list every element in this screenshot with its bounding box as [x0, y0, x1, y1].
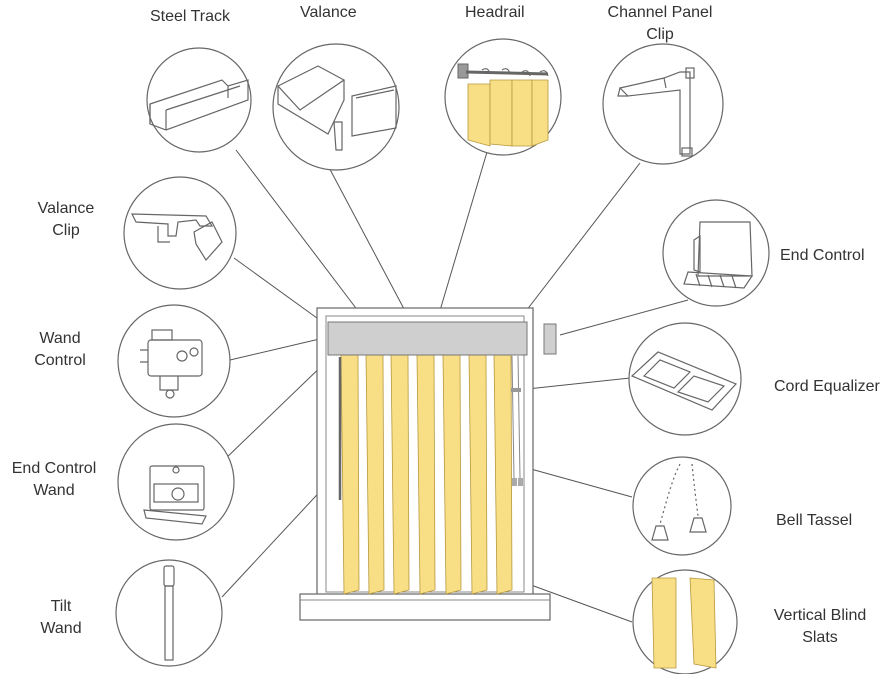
circle-wand-control [117, 304, 231, 418]
circle-vertical-blind-slats [632, 569, 738, 675]
leader-channel-panel-clip [515, 162, 641, 325]
window-sill [299, 593, 551, 621]
cord [511, 355, 515, 479]
leader-bell-tassel [519, 465, 633, 498]
vertical-blind-slats-illustration [651, 577, 717, 669]
label-wand-control-line1: Wand [39, 330, 81, 347]
detail-circles [115, 38, 770, 675]
circle-steel-track [146, 47, 252, 153]
label-valance: Valance [300, 4, 357, 21]
label-end-control-wand: End Control Wand [2, 458, 106, 502]
channel-panel-clip-illustration [617, 67, 695, 157]
blind-slats [340, 354, 513, 595]
circle-tilt-wand [115, 559, 223, 667]
tilt-wand-illustration [163, 565, 175, 661]
steel-track-illustration [149, 79, 249, 131]
slat [442, 354, 462, 595]
cord-equalizer-part [511, 388, 521, 392]
leader-wand-control [229, 336, 329, 361]
label-tilt-wand-line2: Wand [40, 620, 82, 637]
label-vertical-blind-slats-line1: Vertical Blind [773, 607, 867, 624]
leader-end-control [559, 299, 689, 336]
leader-valance-clip [233, 257, 329, 327]
circle-valance-clip [123, 176, 237, 290]
circle-bell-tassel [632, 456, 732, 556]
label-valance-clip-line2: Clip [52, 222, 80, 239]
end-control-illustration [683, 221, 754, 289]
label-vertical-blind-slats: Vertical Blind Slats [760, 605, 880, 649]
circle-end-control-wand [117, 423, 235, 541]
label-valance-clip: Valance Clip [22, 198, 110, 242]
circle-end-control [662, 199, 770, 307]
label-vertical-blind-slats-line2: Slats [802, 629, 838, 646]
leader-cord-equalizer [517, 377, 631, 391]
tassel [512, 478, 517, 486]
tassel [518, 478, 523, 486]
slat [416, 354, 436, 595]
label-end-control-wand-line2: Wand [33, 482, 75, 499]
leader-steel-track [235, 149, 369, 325]
label-steel-track: Steel Track [150, 8, 231, 25]
label-cord-equalizer: Cord Equalizer [774, 378, 880, 395]
valance-clip-illustration [131, 213, 223, 261]
slat [390, 354, 410, 595]
label-wand-control-line2: Control [34, 352, 86, 369]
label-valance-clip-line1: Valance [37, 200, 95, 217]
slat [468, 354, 488, 595]
headrail-illustration [457, 63, 549, 147]
bell-tassel-illustration [651, 463, 707, 541]
cord [517, 355, 521, 479]
label-headrail: Headrail [465, 4, 525, 21]
label-channel-panel-clip: Channel Panel Clip [600, 2, 720, 46]
label-wand-control: Wand Control [16, 328, 104, 372]
circle-channel-panel-clip [602, 43, 724, 165]
label-tilt-wand: Tilt Wand [26, 596, 96, 640]
leader-lines [221, 149, 689, 623]
label-bell-tassel: Bell Tassel [776, 512, 853, 529]
cord-equalizer-illustration [630, 351, 738, 411]
leader-valance [324, 159, 413, 325]
leader-headrail [435, 151, 488, 325]
slat [340, 354, 360, 595]
slat [365, 354, 385, 595]
circle-cord-equalizer [628, 322, 742, 436]
circle-valance [272, 43, 400, 171]
leader-end-control-wand [221, 357, 331, 463]
headrail-bar [327, 321, 528, 356]
label-channel-panel-clip-line2: Clip [646, 26, 674, 43]
wand-control-illustration [140, 329, 203, 399]
label-channel-panel-clip-line1: Channel Panel [607, 4, 713, 21]
end-control-part [543, 323, 557, 355]
label-tilt-wand-line1: Tilt [50, 598, 72, 615]
slat [493, 354, 513, 595]
cords [511, 355, 521, 479]
valance-illustration [277, 65, 397, 151]
label-end-control-wand-line1: End Control [11, 460, 97, 477]
end-control-wand-illustration [143, 465, 207, 525]
label-end-control: End Control [780, 247, 865, 264]
